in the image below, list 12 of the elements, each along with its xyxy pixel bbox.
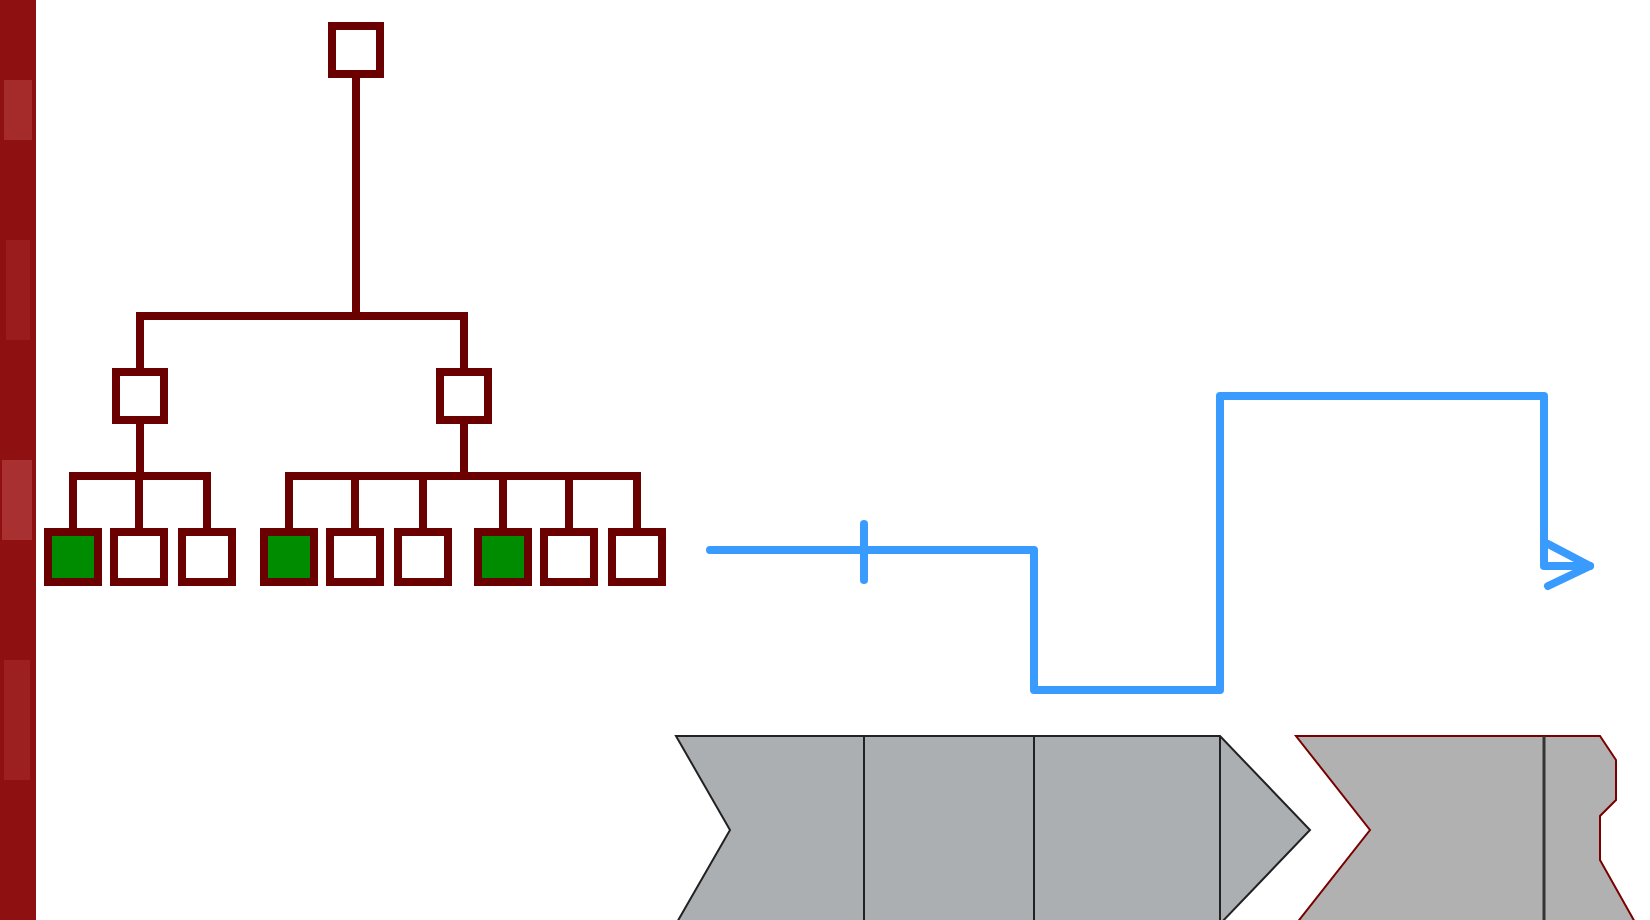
chart-box (44, 528, 102, 586)
chart-box (260, 528, 318, 586)
chart-box (474, 528, 532, 586)
chart-box (112, 368, 168, 424)
chart-box (110, 528, 168, 586)
chart-box (436, 368, 492, 424)
chart-box (394, 528, 452, 586)
chart-box (608, 528, 666, 586)
chart-box (326, 528, 384, 586)
chart-box (328, 22, 384, 78)
chart-box (540, 528, 598, 586)
chart-box (178, 528, 236, 586)
